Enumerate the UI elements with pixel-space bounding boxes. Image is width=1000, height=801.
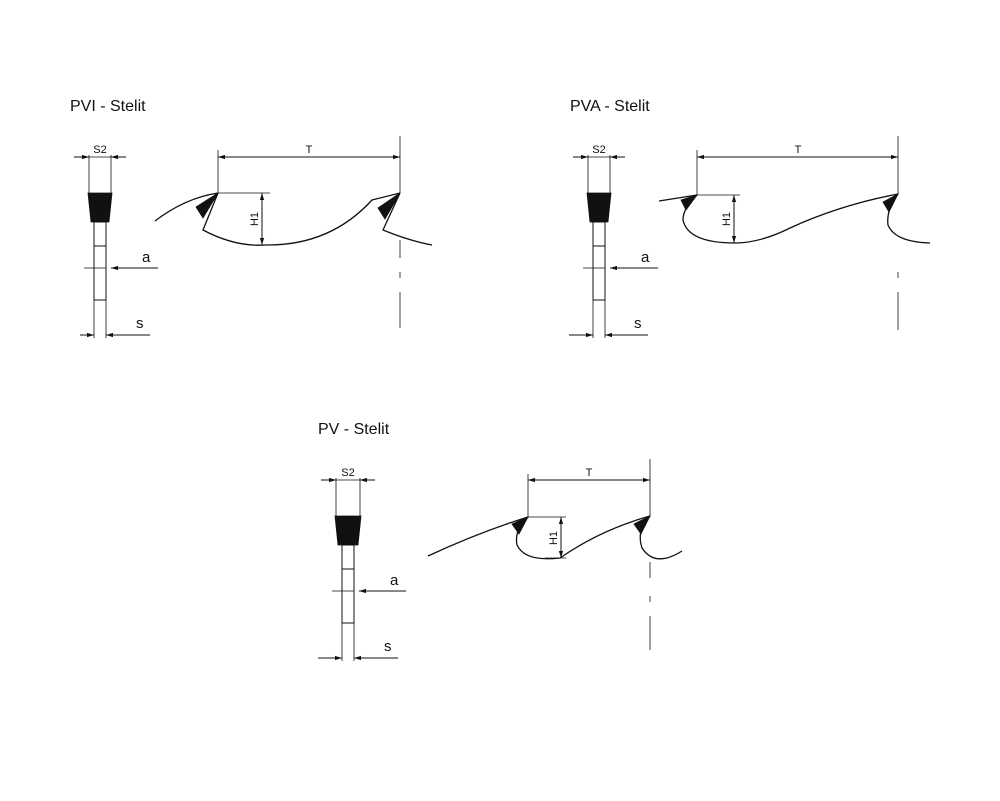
- blade-section-pvi: S2 s a: [74, 144, 158, 338]
- label-h1: H1: [721, 212, 733, 226]
- label-t: T: [586, 467, 593, 479]
- label-s: s: [136, 315, 144, 332]
- tooth-profile-pv: T H1: [427, 459, 683, 650]
- title-pvi: PVI - Stelit: [70, 98, 146, 115]
- blade-section-pv: S2 s a: [318, 467, 406, 661]
- tooth-profile-pva: T H1: [658, 136, 931, 330]
- label-h1: H1: [548, 531, 560, 545]
- label-s2: S2: [592, 144, 605, 156]
- label-h1: H1: [249, 212, 261, 226]
- label-a: a: [390, 572, 399, 589]
- label-s: s: [384, 638, 392, 655]
- label-t: T: [795, 144, 802, 156]
- blade-section-pva: S2 s a: [569, 144, 658, 338]
- title-pva: PVA - Stelit: [570, 98, 650, 115]
- label-a: a: [142, 249, 151, 266]
- label-a: a: [641, 249, 650, 266]
- diagram-pva: S2 s a T H1: [569, 136, 931, 338]
- label-s2: S2: [93, 144, 106, 156]
- title-pv: PV - Stelit: [318, 421, 390, 438]
- label-s: s: [634, 315, 642, 332]
- label-t: T: [306, 144, 313, 156]
- tooth-profile-pvi: T H1: [154, 136, 433, 328]
- diagram-pvi: S2 s a T H1: [74, 136, 433, 338]
- label-s2: S2: [341, 467, 354, 479]
- diagram-pv: S2 s a T H1: [318, 459, 683, 661]
